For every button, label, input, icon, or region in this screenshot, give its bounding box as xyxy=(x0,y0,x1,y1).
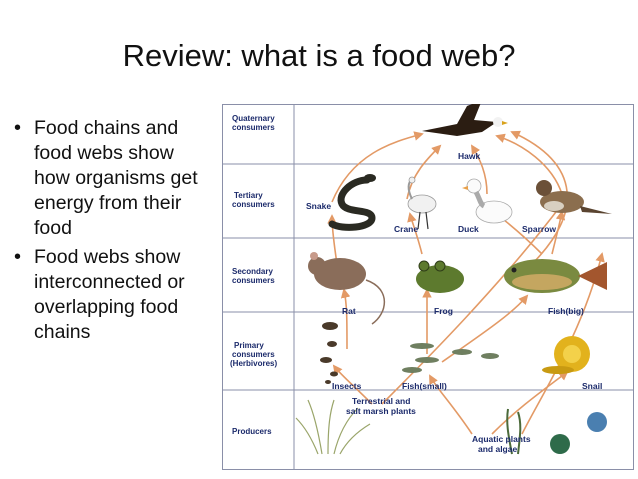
frog-illustration xyxy=(416,260,464,293)
crane-illustration xyxy=(407,176,437,230)
insects-illustration xyxy=(320,322,338,384)
level-grid xyxy=(222,104,634,470)
level-label-secondary: Secondary consumers xyxy=(232,267,275,285)
level-label-primary: Primary consumers (Herbivores) xyxy=(230,341,277,368)
species-label-crane: Crane xyxy=(394,224,418,234)
species-label-terrestrial-plants: Terrestrial and salt marsh plants xyxy=(346,396,416,416)
level-label-producers: Producers xyxy=(232,427,272,436)
duck-illustration xyxy=(462,178,513,224)
bullet-food-chains: Food chains and food webs show how organ… xyxy=(12,116,212,241)
aquatic-plants-illustration xyxy=(506,408,607,455)
species-label-sparrow: Sparrow xyxy=(522,224,556,234)
species-label-rat: Rat xyxy=(342,306,356,316)
level-label-tertiary: Tertiary consumers xyxy=(232,191,275,209)
species-label-snake: Snake xyxy=(306,201,331,211)
species-label-aquatic-plants: Aquatic plants and algae xyxy=(472,434,533,454)
species-label-hawk: Hawk xyxy=(458,151,480,161)
fish-small-illustration xyxy=(402,343,499,373)
snake-illustration xyxy=(328,174,376,231)
species-label-snail: Snail xyxy=(582,381,602,391)
food-web-diagram: Quaternary consumers Tertiary consumers … xyxy=(222,104,634,470)
species-label-fish-small: Fish(small) xyxy=(402,381,447,391)
species-label-insects: Insects xyxy=(332,381,362,391)
slide-title: Review: what is a food web? xyxy=(122,38,516,73)
rat-illustration xyxy=(308,252,385,325)
terrestrial-plants-illustration xyxy=(295,399,371,455)
species-label-fish-big: Fish(big) xyxy=(548,306,584,316)
fish-big-illustration xyxy=(504,259,607,293)
species-label-frog: Frog xyxy=(434,306,453,316)
hawk-illustration xyxy=(422,104,508,136)
bullet-list: Food chains and food webs show how organ… xyxy=(12,116,212,349)
level-label-quaternary: Quaternary consumers xyxy=(232,114,277,132)
sparrow-illustration xyxy=(536,180,612,214)
snail-illustration xyxy=(542,336,590,374)
bullet-food-webs: Food webs show interconnected or overlap… xyxy=(12,245,212,345)
species-label-duck: Duck xyxy=(458,224,479,234)
